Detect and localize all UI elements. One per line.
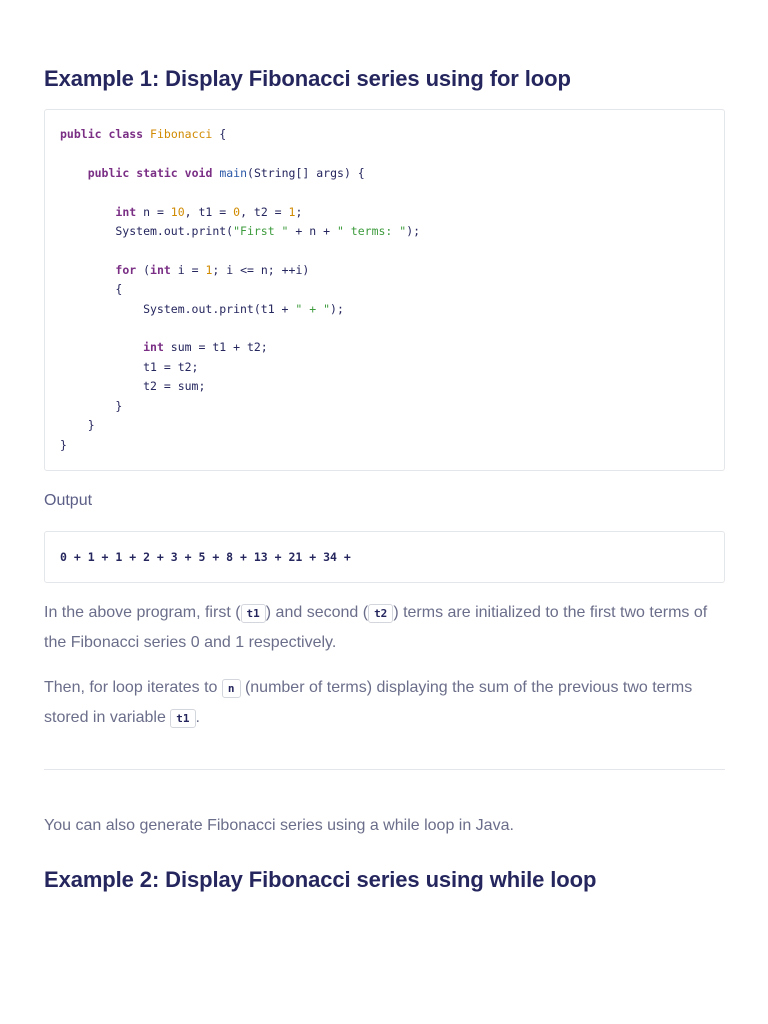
text-span: Then, for loop iterates to: [44, 679, 222, 696]
inline-code-t1: t1: [170, 709, 196, 728]
output-block[interactable]: 0 + 1 + 1 + 2 + 3 + 5 + 8 + 13 + 21 + 34…: [44, 531, 725, 583]
code-block[interactable]: public class Fibonacci { public static v…: [44, 109, 725, 471]
inline-code-t1: t1: [240, 604, 266, 623]
output-label: Output: [44, 492, 93, 509]
text-span: .: [195, 709, 200, 726]
text-span: In the above program, first (: [44, 604, 241, 621]
while-loop-intro: You can also generate Fibonacci series u…: [44, 817, 514, 834]
example2-heading: Example 2: Display Fibonacci series usin…: [44, 867, 597, 892]
text-span: ) terms are initialized to the first two…: [44, 604, 708, 651]
explanation-paragraph-2: Then, for loop iterates to n (number of …: [44, 673, 725, 733]
inline-code-t2: t2: [368, 604, 394, 623]
output-text: 0 + 1 + 1 + 2 + 3 + 5 + 8 + 13 + 21 + 34…: [60, 550, 351, 564]
inline-code-n: n: [221, 679, 241, 698]
section-divider: [44, 769, 725, 770]
example1-heading: Example 1: Display Fibonacci series usin…: [44, 66, 571, 91]
text-span: ) and second (: [265, 604, 369, 621]
code-listing: public class Fibonacci { public static v…: [60, 127, 421, 452]
explanation-paragraph-1: In the above program, first (t1) and sec…: [44, 598, 725, 657]
text-span: (number of terms) displaying the sum of …: [44, 679, 693, 726]
